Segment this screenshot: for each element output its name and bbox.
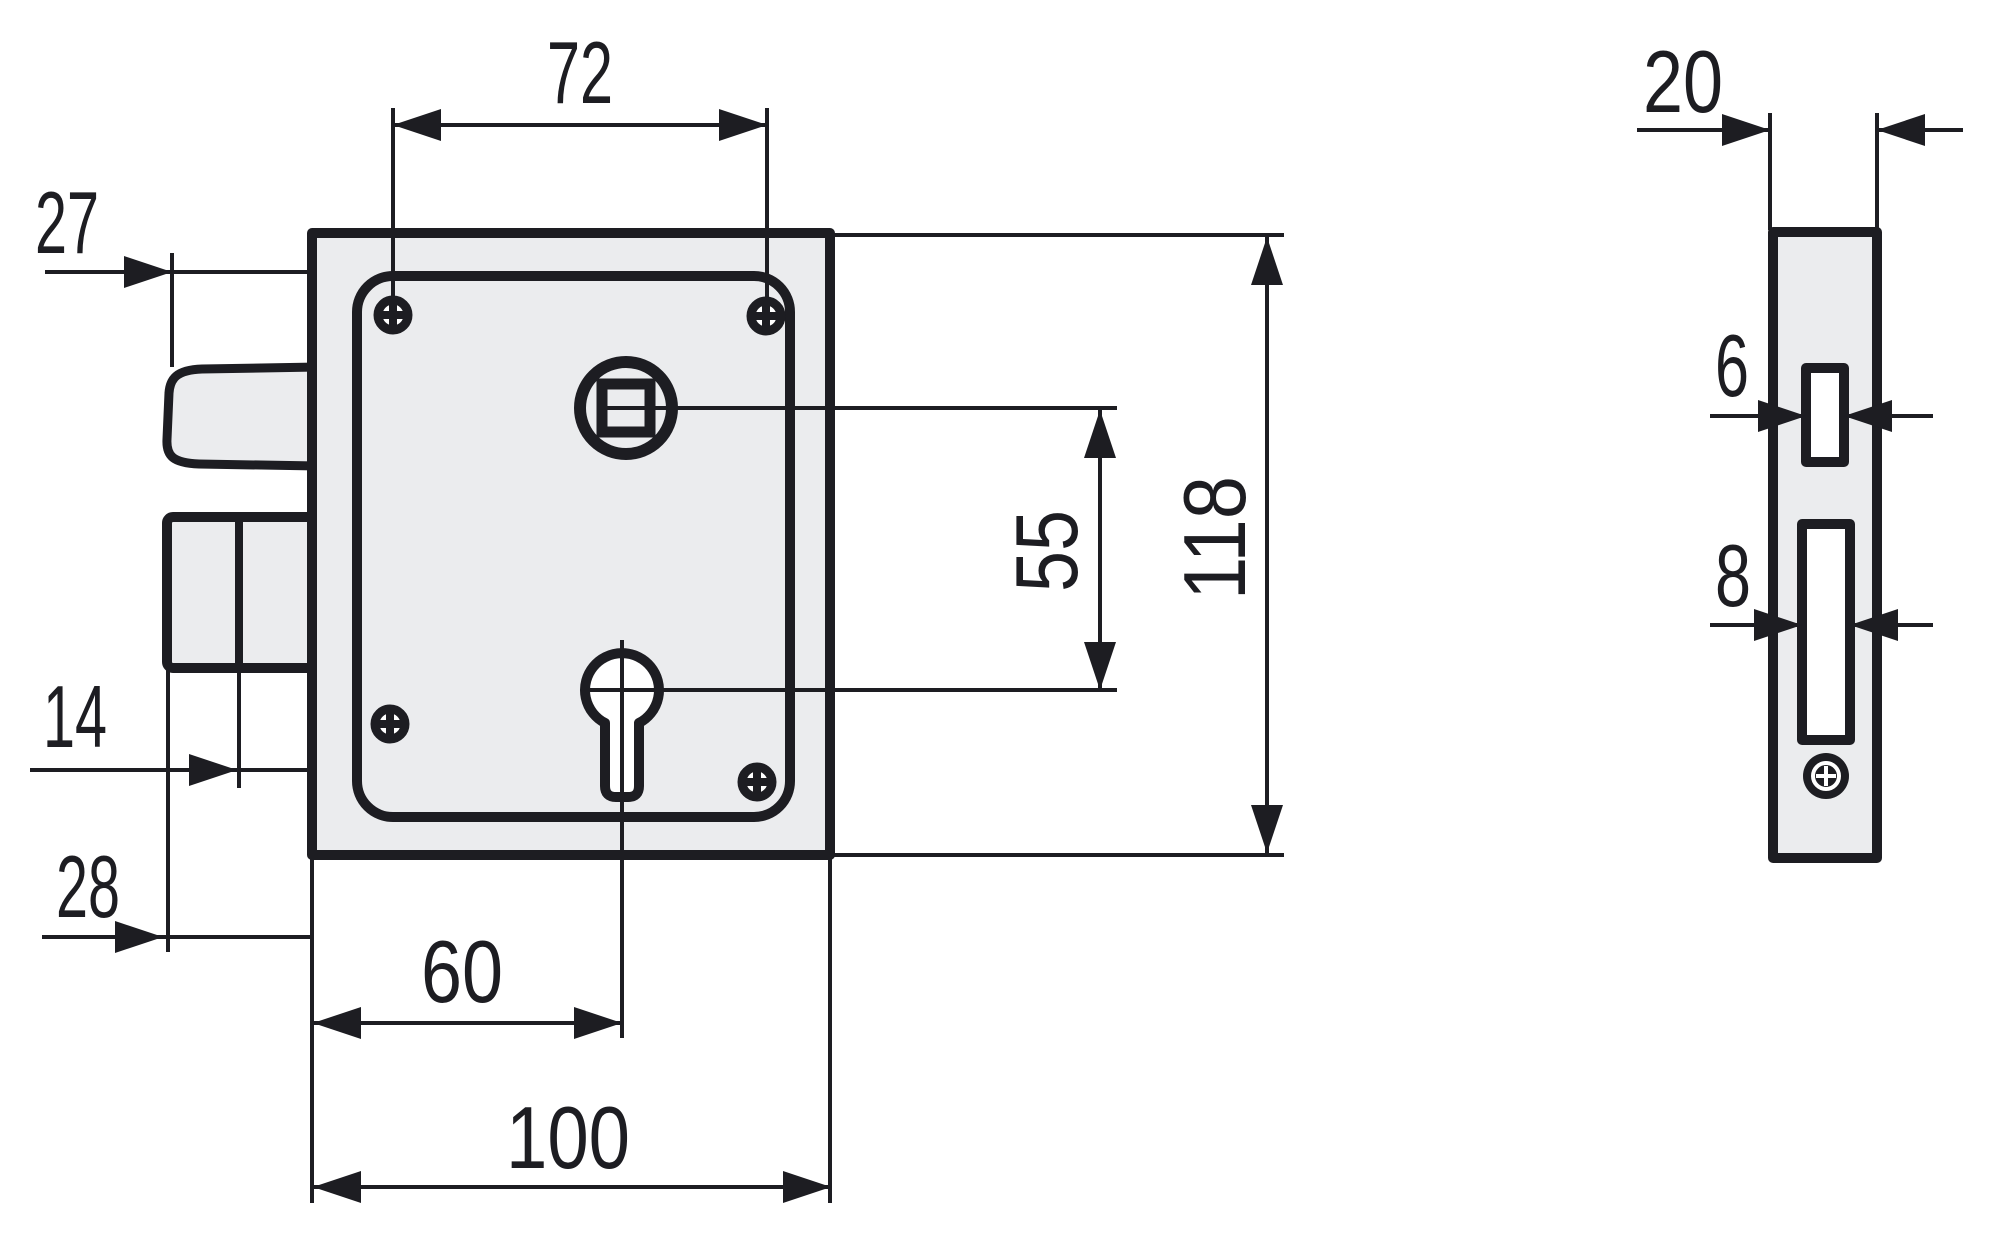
dimension-backset: 60 [310, 857, 622, 1203]
screw-ring-detail [1811, 761, 1841, 791]
arrowhead-left-icon [1877, 114, 1925, 146]
dim-label-deadbolt-projection: 28 [56, 837, 120, 936]
arrowhead-right-icon [1754, 609, 1802, 641]
arrowhead-left-icon [1844, 400, 1892, 432]
screw-cross-icon [742, 767, 772, 797]
arrowhead-left-icon [1850, 609, 1898, 641]
mounting-screw-bottom-left [370, 704, 410, 744]
arrowhead-down-icon [1251, 805, 1283, 853]
dim-label-follower-slot: 6 [1715, 316, 1749, 415]
latch-bolt [162, 362, 323, 471]
dimension-cylinder-slot: 8 [1710, 526, 1933, 641]
screw-cross-icon [378, 300, 408, 330]
dimension-hole-spacing: 72 [391, 23, 769, 298]
dim-label-cylinder-slot: 8 [1715, 526, 1751, 625]
arrowhead-right-icon [783, 1171, 831, 1203]
dim-label-backset: 60 [421, 922, 503, 1021]
cover-plate [352, 271, 795, 822]
arrowhead-right-icon [1758, 400, 1806, 432]
dimension-axis-distance: 55 [997, 410, 1116, 690]
arrowhead-icon [115, 921, 163, 953]
mounting-screw-top-right [746, 296, 786, 336]
arrowhead-left-icon [313, 1171, 361, 1203]
screw-cross-icon [751, 301, 781, 331]
dim-label-latch-projection: 27 [35, 173, 99, 272]
dim-label-case-height: 118 [1165, 476, 1264, 600]
dimension-latch-projection: 27 [35, 173, 310, 367]
arrowhead-right-icon [574, 1007, 622, 1039]
dimension-deadbolt-throw: 14 [30, 667, 310, 788]
screw-cross-icon [1816, 766, 1836, 786]
mounting-screw-top-left [373, 295, 413, 335]
screw-cross-icon [375, 709, 405, 739]
mounting-screw-bottom-right [737, 762, 777, 802]
side-view: 20 6 8 [1637, 32, 1963, 863]
dimension-deadbolt-projection: 28 [42, 670, 310, 953]
dimension-follower-slot: 6 [1710, 316, 1933, 432]
arrowhead-left-icon [393, 109, 441, 141]
lock-case [307, 228, 835, 860]
side-fixing-screw [1803, 753, 1849, 799]
arrowhead-down-icon [1084, 642, 1116, 690]
arrowhead-up-icon [1084, 410, 1116, 458]
arrowhead-icon [189, 754, 237, 786]
cylinder-slot [1797, 519, 1855, 745]
dim-label-axis-distance: 55 [997, 510, 1096, 592]
follower-slot [1801, 363, 1849, 467]
front-view: 72 27 14 28 60 [30, 23, 1284, 1203]
dim-label-hole-spacing: 72 [547, 23, 613, 122]
deadbolt [162, 512, 323, 673]
dim-label-deadbolt-throw: 14 [43, 667, 107, 766]
arrowhead-up-icon [1251, 237, 1283, 285]
dimension-case-height: 118 [832, 233, 1284, 857]
arrowhead-right-icon [719, 109, 767, 141]
arrowhead-left-icon [313, 1007, 361, 1039]
dim-label-case-depth: 20 [1643, 32, 1723, 131]
arrowhead-right-icon [1722, 114, 1770, 146]
dimension-case-depth: 20 [1637, 32, 1963, 230]
arrowhead-icon [124, 256, 172, 288]
dim-label-case-width: 100 [506, 1088, 630, 1187]
dimension-case-width: 100 [313, 857, 832, 1203]
